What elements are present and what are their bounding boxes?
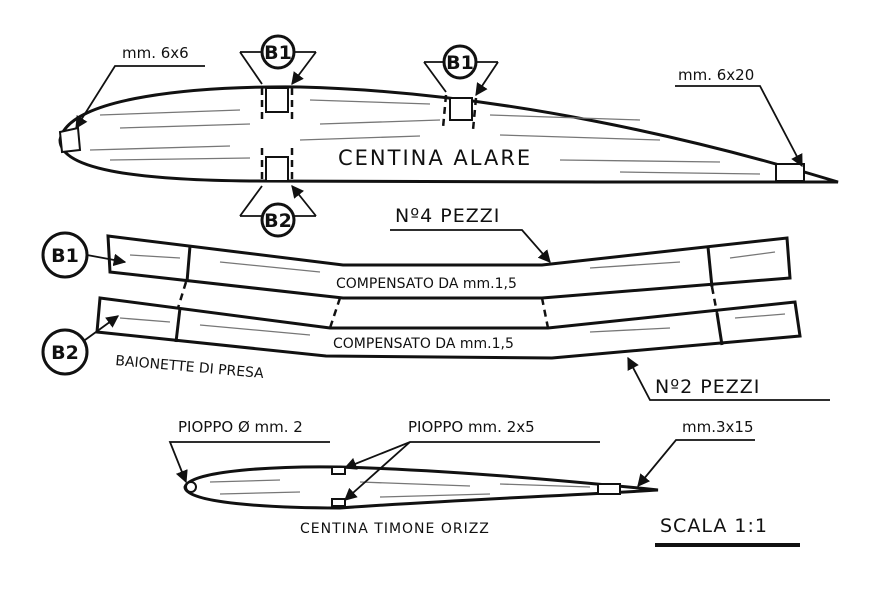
bayonet-caption: BAIONETTE DI PRESA — [115, 353, 265, 382]
bayonet-b1-quantity: Nº4 PEZZI — [395, 205, 500, 227]
alignment-dashes — [176, 281, 719, 329]
tail-spar-label: PIOPPO mm. 2x5 — [408, 418, 535, 436]
leading-edge-label: mm. 6x6 — [122, 44, 189, 62]
marker-label: B2 — [264, 210, 292, 232]
trailing-edge-strip — [775, 163, 805, 182]
trailing-edge-label: mm. 6x20 — [678, 66, 754, 84]
wing-rib: B1 B1 B2 CENTINA ALARE mm. 6x6 mm. 6x20 — [58, 34, 839, 238]
bayonet-b1-material: COMPENSATO DA mm.1,5 — [336, 276, 517, 292]
bayonets: COMPENSATO DA mm.1,5 COMPENSATO DA mm.1,… — [41, 205, 830, 401]
wing-rib-outline — [58, 85, 839, 184]
tail-rib: PIOPPO Ø mm. 2 PIOPPO mm. 2x5 mm.3x15 CE… — [168, 418, 755, 537]
bayonet-b1-label: B1 — [51, 245, 79, 267]
bayonet-b2-quantity: Nº2 PEZZI — [655, 376, 760, 398]
scale-label: SCALA 1:1 — [660, 515, 768, 537]
label-circle-b2 — [41, 328, 89, 376]
leading-edge-leader — [75, 65, 205, 130]
leading-edge-dowel — [185, 481, 197, 493]
marker-b1-rear: B1 — [423, 44, 499, 95]
bayonet-b2-material: COMPENSATO DA mm.1,5 — [333, 336, 514, 352]
bayonet-b2 — [95, 296, 802, 360]
tail-trailing-edge-label: mm.3x15 — [682, 418, 754, 436]
trailing-edge-leader — [675, 85, 803, 168]
marker-label: B1 — [446, 52, 474, 74]
bayonet-hatching — [119, 251, 786, 336]
marker-b2: B2 — [239, 186, 317, 238]
bayonet-b2-label: B2 — [51, 342, 79, 364]
tail-leading-edge-label: PIOPPO Ø mm. 2 — [178, 418, 303, 436]
top-spar — [331, 466, 346, 475]
wing-rib-title: CENTINA ALARE — [338, 146, 532, 170]
tail-rib-outline — [183, 465, 659, 510]
tail-hatching — [209, 479, 591, 498]
leading-edge-strip — [58, 126, 82, 154]
marker-b1-front: B1 — [239, 34, 317, 84]
bottom-spar — [331, 498, 346, 507]
tail-trailing-edge — [597, 483, 621, 495]
wood-grain-hatching — [89, 99, 761, 175]
marker-label: B1 — [264, 42, 292, 64]
tail-rib-title: CENTINA TIMONE ORIZZ — [300, 521, 490, 537]
